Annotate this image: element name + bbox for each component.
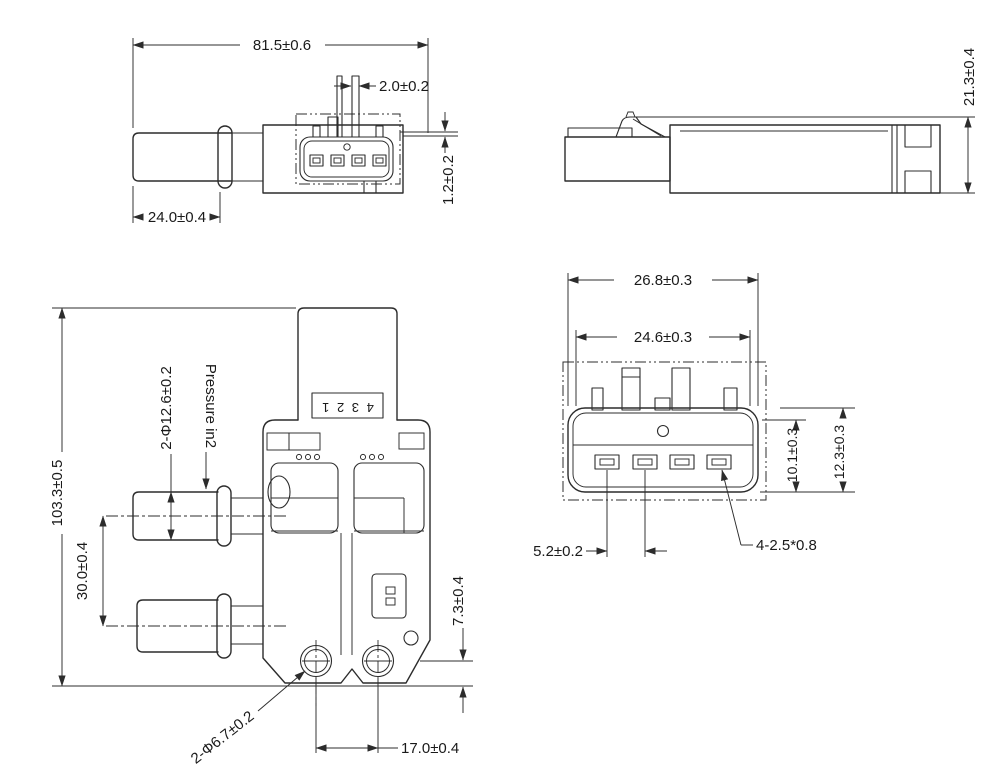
connector-face-inner [303,140,390,178]
vent-pin-2 [351,75,360,138]
bottom-tab [363,180,377,194]
dim-hole-edge-offset: 7.3±0.4 [450,576,467,626]
end-notch-bottom [904,170,932,193]
small-hole [403,630,419,646]
dim-housing-width: 26.8±0.3 [634,272,692,289]
housing-body [669,124,941,194]
vent-pin-1 [336,75,343,138]
mounting-holes [299,640,395,706]
dim-hole-spacing: 17.0±0.4 [401,740,459,757]
port-1-neck [231,497,263,535]
sensor-body [262,124,404,194]
dim-shroud-height: 10.1±0.3 [784,428,800,483]
side-view-profile: 21.3±0.4 [564,48,978,194]
shroud-outer [567,407,759,493]
key-pin-right [375,125,384,138]
dim-port-spacing: 30.0±0.4 [74,542,91,600]
shroud-inner [572,412,754,488]
dim-profile-height: 21.3±0.4 [961,48,978,106]
connector-tower [297,307,398,421]
terminals [309,154,387,167]
phantom-box [562,361,767,501]
pin-numbers: 4 3 2 1 [320,400,374,415]
dim-overall-height: 103.3±0.5 [49,460,66,527]
tube-bead [217,125,233,189]
pin-number-strip [311,392,384,419]
dim-port-length: 24.0±0.4 [148,209,206,226]
dim-shroud-width: 24.6±0.3 [634,329,692,346]
face-hole [343,143,351,151]
dim-terminal-offset: 1.2±0.2 [440,155,457,205]
marking-box [371,573,407,619]
dim-overall-width: 81.5±0.6 [253,37,311,54]
port-function-label: Pressure in2 [202,364,219,448]
port-2-neck [231,605,263,645]
body-outline [262,419,431,684]
key-pin-left [312,125,321,138]
keying-tabs [591,367,738,411]
connector-face-view: 26.8±0.3 24.6±0.3 10.1±0.3 12.3±0.3 5.2±… [533,272,855,560]
body-internals [266,432,425,655]
side-boss [267,475,291,509]
pin-stub [327,116,339,138]
center-channel [340,533,353,655]
latch-inner-line [632,118,662,137]
terminals [594,454,732,470]
dim-port-diameter: 2-Φ12.6±0.2 [158,366,175,450]
phantom-box [295,113,401,185]
dim-terminal-pitch: 5.2±0.2 [533,543,583,560]
end-notch-top [904,125,932,148]
latch-step [625,111,636,118]
inlet-tube [132,132,233,182]
offset-lines [400,131,458,137]
top-strip [567,127,633,138]
dim-pin-width: 2.0±0.2 [379,78,429,95]
dim-terminal-size: 4-2.5*0.8 [756,537,817,554]
tube-neck [232,132,263,182]
connector-face-outer [299,136,394,182]
face-hole [656,424,670,438]
dim-housing-height: 12.3±0.3 [831,425,847,480]
side-view-front: 81.5±0.6 2.0±0.2 24.0±0.4 1.2±0.2 [132,37,458,226]
